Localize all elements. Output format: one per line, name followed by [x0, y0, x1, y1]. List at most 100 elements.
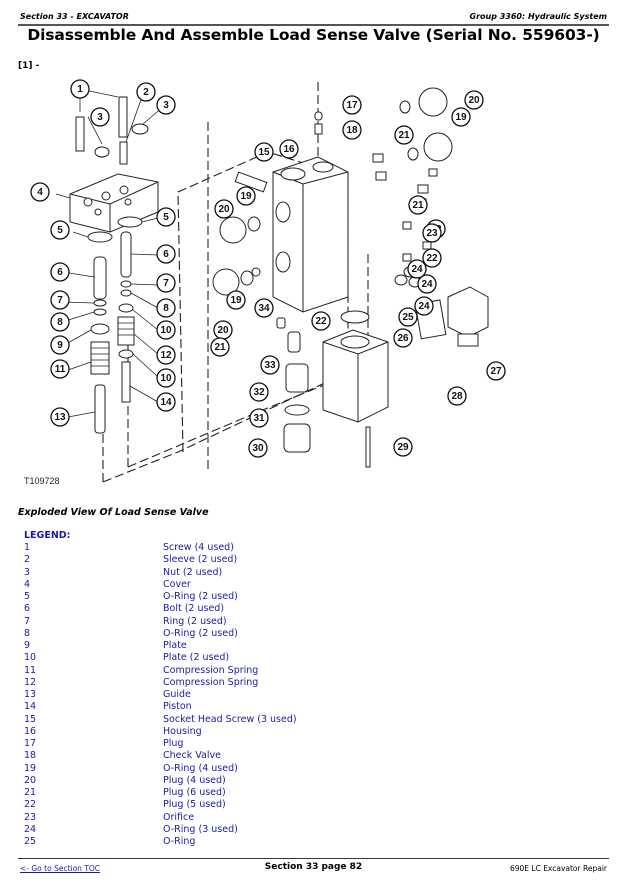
callout-circle	[408, 195, 428, 215]
legend-item-number: 7	[24, 615, 31, 627]
callout-circle	[393, 437, 413, 457]
part-callout: 23	[422, 223, 442, 243]
callout-number: 5	[163, 212, 169, 223]
legend-item-description: Sleeve (2 used)	[163, 554, 238, 566]
callout-circle	[249, 382, 269, 402]
part-callout: 4	[30, 182, 50, 202]
callout-number: 7	[163, 278, 169, 289]
callout-number: 27	[490, 366, 502, 377]
callout-number: 22	[426, 253, 438, 264]
callout-number: 13	[54, 412, 66, 423]
plug-part	[287, 331, 301, 353]
part-callout: 22	[311, 311, 331, 331]
plug-part	[417, 184, 429, 194]
callout-circle	[254, 142, 274, 162]
legend-item-description: Plug (6 used)	[163, 787, 226, 798]
screw-part	[118, 96, 128, 138]
solenoid-part	[322, 329, 389, 423]
part-callout: 10	[156, 320, 176, 340]
part-callout: 32	[249, 382, 269, 402]
legend-item-number: 18	[24, 750, 37, 762]
callout-circle	[342, 120, 362, 140]
callout-number: 21	[412, 200, 424, 211]
legend-item-description: Cover	[163, 578, 191, 590]
callout-number: 19	[240, 191, 252, 202]
part-callout: 21	[394, 125, 414, 145]
callout-circle	[236, 186, 256, 206]
legend-item-description: Plate	[163, 640, 187, 651]
callout-number: 1	[77, 84, 83, 95]
o-ring-part	[93, 308, 107, 316]
compression-spring-part	[117, 316, 135, 346]
part-callout: 17	[342, 95, 362, 115]
callout-number: 10	[160, 325, 172, 336]
plug-part	[283, 423, 311, 453]
callout-number: 10	[160, 373, 172, 384]
plug-part	[276, 317, 286, 329]
callout-number: 30	[252, 443, 264, 454]
part-callout: 28	[447, 386, 467, 406]
callout-number: 21	[398, 130, 410, 141]
ring-part	[120, 280, 132, 288]
part-callout: 19	[451, 107, 471, 127]
callout-circle	[451, 107, 471, 127]
callout-circle	[156, 392, 176, 412]
legend-item-description: O-Ring (2 used)	[163, 591, 238, 602]
legend-item-description: Guide	[163, 689, 191, 700]
o-ring-part	[340, 310, 370, 324]
part-callout: 12	[156, 345, 176, 365]
o-ring-part	[394, 274, 408, 286]
callout-number: 24	[411, 264, 423, 275]
figure-id-label: T109728	[24, 476, 60, 486]
housing-part	[272, 156, 349, 313]
callout-circle	[393, 328, 413, 348]
callout-circle	[311, 311, 331, 331]
section-toc-link[interactable]: <- Go to Section TOC	[20, 864, 101, 873]
group-label: Group 3360: Hydraulic System	[469, 12, 607, 21]
callout-circle	[156, 207, 176, 227]
wire-part	[365, 426, 371, 468]
o-ring-part	[399, 100, 411, 114]
piston-part	[121, 361, 131, 403]
callout-circle	[50, 220, 70, 240]
callout-number: 20	[218, 204, 230, 215]
part-callout: 18	[342, 120, 362, 140]
part-callout: 20	[213, 320, 233, 340]
legend-item-description: Bolt (2 used)	[163, 603, 225, 615]
part-callout: 21	[408, 195, 428, 215]
plug-part	[212, 268, 240, 296]
callout-circle	[70, 79, 90, 99]
part-callout: 7	[156, 273, 176, 293]
callout-number: 2	[143, 87, 149, 98]
legend-item-number: 25	[24, 836, 37, 847]
part-callout: 24	[407, 259, 427, 279]
callout-circle	[414, 296, 434, 316]
callout-circle	[447, 386, 467, 406]
callout-number: 32	[253, 387, 265, 398]
part-callout: 30	[248, 438, 268, 458]
nut-part	[131, 123, 149, 135]
callout-circle	[50, 335, 70, 355]
check-valve-part	[314, 123, 323, 135]
o-ring-part	[87, 231, 113, 243]
callout-number: 17	[346, 100, 358, 111]
part-callout: 6	[50, 262, 70, 282]
figure-caption: Exploded View Of Load Sense Valve	[18, 507, 209, 518]
part-callout: 11	[50, 359, 70, 379]
legend-item-number: 3	[24, 566, 31, 578]
